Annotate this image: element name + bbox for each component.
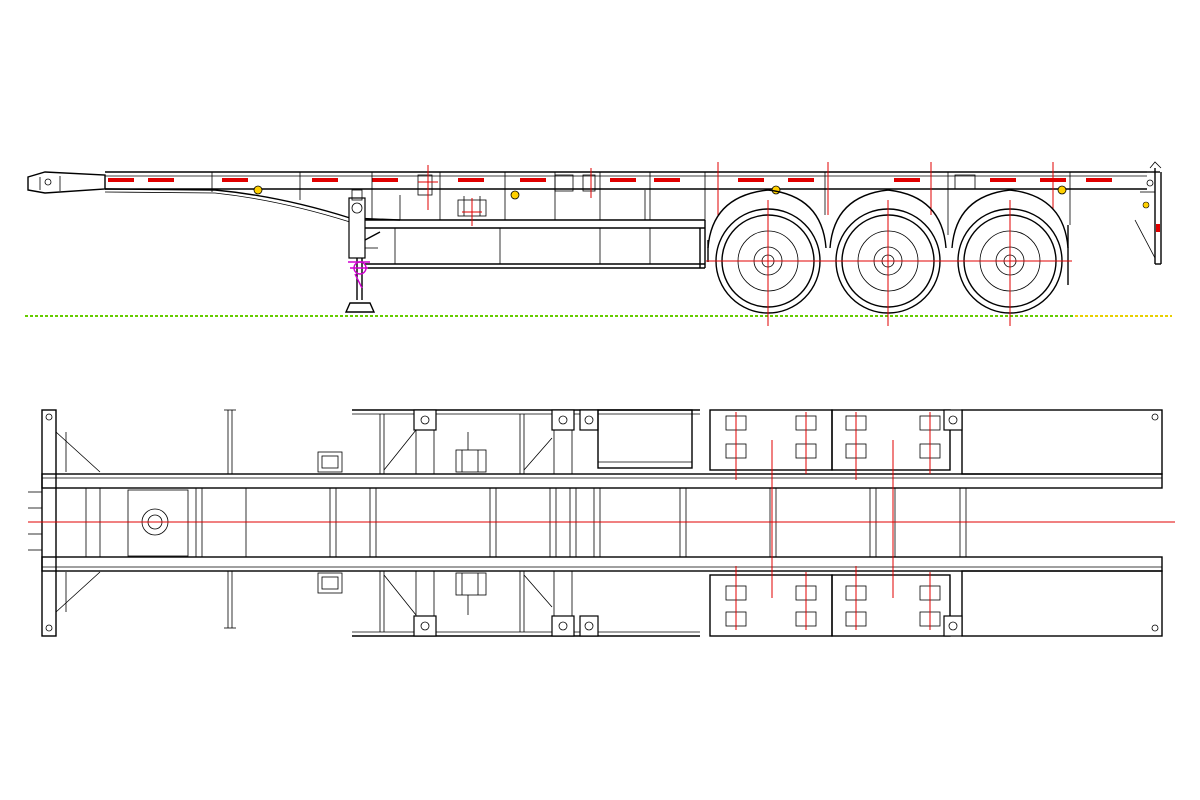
spring-hangers <box>725 412 941 630</box>
front-gussets <box>55 431 101 613</box>
plan-landing-gear-supports <box>224 409 236 629</box>
landing-gear-foot <box>344 302 376 313</box>
outriggers <box>352 409 700 637</box>
tool-box <box>597 409 693 469</box>
side-lower-frame <box>365 219 706 269</box>
kingpin <box>127 489 189 557</box>
suspension-blocks <box>709 409 1163 637</box>
gooseneck-nose <box>27 171 106 194</box>
landing-gear-crank-icon <box>353 261 367 275</box>
reflector-strips <box>108 178 1112 182</box>
rear-end-frame <box>1134 161 1162 265</box>
plan-axle-centerlines <box>771 440 894 598</box>
plan-small-brackets <box>317 432 487 615</box>
wheel-axle-1 <box>706 200 830 326</box>
side-elevation-view <box>25 161 1172 326</box>
wheel-axle-2 <box>826 200 950 326</box>
gooseneck-bottom-flange <box>104 188 401 221</box>
plan-view <box>28 409 1175 637</box>
suspension-hangers <box>707 189 1069 285</box>
front-bolster <box>41 409 57 637</box>
side-marker-lamps <box>253 185 1067 200</box>
gooseneck-bottom-flange-inner <box>104 191 351 223</box>
side-frame-verticals <box>211 172 1071 235</box>
kingpin-plate-bolt <box>44 178 52 186</box>
side-red-centerlines <box>418 162 1054 226</box>
twist-lock-pockets <box>413 409 599 637</box>
wheel-axle-3 <box>948 200 1072 326</box>
main-beams <box>41 473 1163 572</box>
front-pins <box>28 491 42 551</box>
landing-gear <box>344 189 381 313</box>
side-mid-brackets <box>399 174 976 220</box>
